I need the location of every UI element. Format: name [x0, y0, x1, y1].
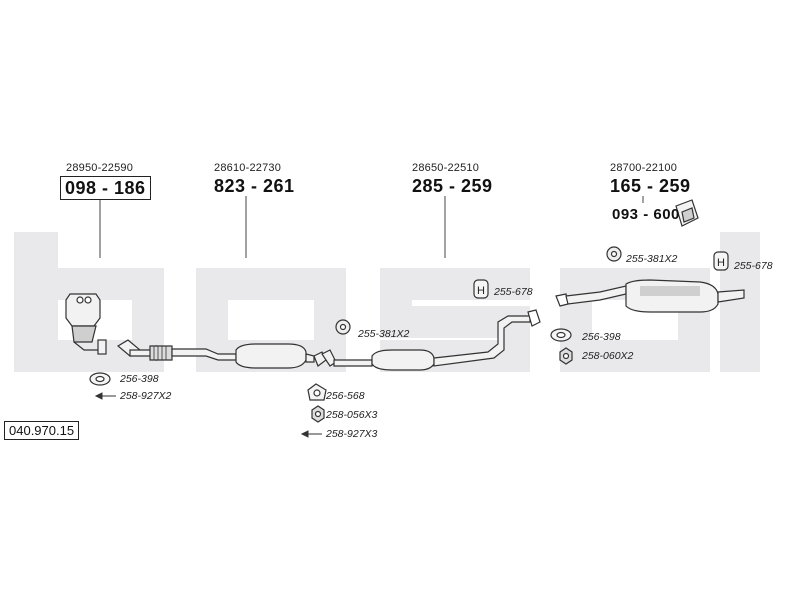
- accessory-label[interactable]: 255-381X2: [358, 328, 410, 340]
- hanger-rubber-icon: H: [713, 251, 729, 271]
- accessory-label[interactable]: 255-678: [734, 260, 773, 272]
- part-number-3[interactable]: 285 - 259: [412, 176, 493, 196]
- catalytic-converter: [65, 293, 107, 355]
- bolt-icon: [300, 430, 322, 438]
- accessory-label[interactable]: 255-381X2: [626, 253, 678, 265]
- centre-pipe: [321, 309, 541, 371]
- bolt-icon: [94, 392, 116, 400]
- gasket-icon: [550, 328, 572, 342]
- accessory-label[interactable]: 258-056X3: [326, 409, 378, 421]
- hanger-part-number[interactable]: 093 - 600: [612, 206, 680, 223]
- accessory-label[interactable]: 256-398: [120, 373, 159, 385]
- accessory-label[interactable]: 256-398: [582, 331, 621, 343]
- rear-muffler: [555, 279, 745, 313]
- nut-icon: [311, 405, 325, 423]
- oem-reference-3: 28650-22510: [412, 162, 480, 174]
- leader-lines: [99, 196, 644, 258]
- rubber-mount-icon: [335, 319, 351, 335]
- middle-pipe: [235, 343, 327, 369]
- nut-icon: [559, 347, 573, 365]
- svg-text:H: H: [477, 285, 485, 297]
- accessory-label[interactable]: 255-678: [494, 286, 533, 298]
- accessory-label[interactable]: 256-568: [326, 390, 365, 402]
- rubber-mount-icon: [606, 246, 622, 262]
- drawing-number: 040.970.15: [4, 421, 80, 440]
- part-number-1[interactable]: 098 - 186: [60, 176, 151, 200]
- svg-text:H: H: [717, 257, 725, 269]
- oem-reference-2: 28610-22730: [214, 162, 282, 174]
- part-number-4[interactable]: 165 - 259: [610, 176, 691, 196]
- accessory-label[interactable]: 258-060X2: [582, 350, 634, 362]
- gasket-icon: [307, 383, 327, 401]
- accessory-label[interactable]: 258-927X2: [120, 390, 172, 402]
- hanger-bracket: [675, 199, 699, 227]
- oem-reference-1: 28950-22590: [66, 162, 134, 174]
- oem-reference-4: 28700-22100: [610, 162, 678, 174]
- accessory-label[interactable]: 258-927X3: [326, 428, 378, 440]
- front-pipe: [116, 339, 237, 362]
- part-number-2[interactable]: 823 - 261: [214, 176, 295, 196]
- gasket-icon: [89, 372, 111, 386]
- hanger-rubber-icon: H: [473, 279, 489, 299]
